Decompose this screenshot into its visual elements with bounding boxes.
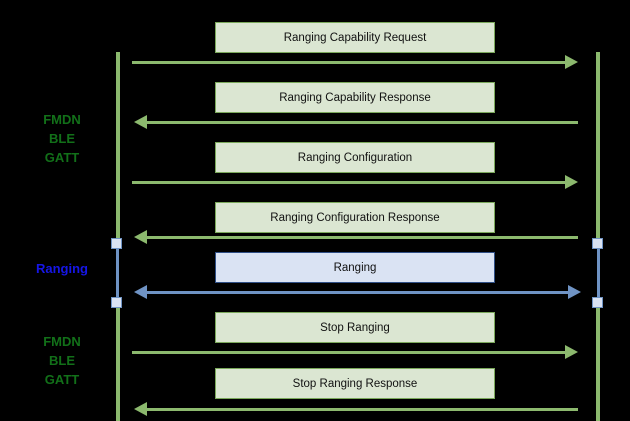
activation-left-bottom[interactable]	[111, 297, 122, 308]
phase-label-fmdn-ble-gatt-bottom: FMDN BLE GATT	[43, 334, 81, 387]
arrowhead-left-icon	[134, 402, 147, 416]
message-box-ranging-capability-response[interactable]: Ranging Capability Response	[215, 82, 495, 113]
arrow-shaft	[132, 181, 565, 184]
message-box-ranging-configuration-response[interactable]: Ranging Configuration Response	[215, 202, 495, 233]
message-box-stop-ranging-response[interactable]: Stop Ranging Response	[215, 368, 495, 399]
message-arrow-stop-ranging	[132, 345, 578, 359]
message-arrow-ranging-configuration	[132, 175, 578, 189]
activation-right-bottom[interactable]	[592, 297, 603, 308]
message-box-ranging-configuration[interactable]: Ranging Configuration	[215, 142, 495, 173]
activation-right-top[interactable]	[592, 238, 603, 249]
lifeline-left-lower	[116, 303, 120, 421]
lifeline-left-ranging	[116, 247, 119, 299]
arrow-shaft	[147, 408, 578, 411]
lifeline-right-ranging	[597, 247, 600, 299]
message-arrow-ranging-capability-request	[132, 55, 578, 69]
arrow-shaft	[147, 236, 578, 239]
arrow-shaft	[132, 351, 565, 354]
phase-label-fmdn-ble-gatt-top: FMDN BLE GATT	[43, 112, 81, 165]
message-arrow-ranging-bidirectional	[134, 285, 581, 299]
lifeline-right-lower	[596, 303, 600, 421]
message-arrow-ranging-capability-response	[134, 115, 578, 129]
arrowhead-left-icon	[134, 230, 147, 244]
lifeline-right-upper	[596, 52, 600, 244]
message-arrow-ranging-configuration-response	[134, 230, 578, 244]
arrowhead-right-icon	[565, 55, 578, 69]
arrow-shaft	[147, 121, 578, 124]
arrowhead-left-icon	[134, 285, 147, 299]
arrow-shaft	[147, 291, 568, 294]
arrowhead-right-icon	[565, 175, 578, 189]
message-box-ranging[interactable]: Ranging	[215, 252, 495, 283]
activation-left-top[interactable]	[111, 238, 122, 249]
message-box-stop-ranging[interactable]: Stop Ranging	[215, 312, 495, 343]
lifeline-left-upper	[116, 52, 120, 244]
message-box-ranging-capability-request[interactable]: Ranging Capability Request	[215, 22, 495, 53]
message-arrow-stop-ranging-response	[134, 402, 578, 416]
arrowhead-left-icon	[134, 115, 147, 129]
arrow-shaft	[132, 61, 565, 64]
arrowhead-right-icon	[568, 285, 581, 299]
phase-label-ranging: Ranging	[36, 261, 88, 276]
arrowhead-right-icon	[565, 345, 578, 359]
